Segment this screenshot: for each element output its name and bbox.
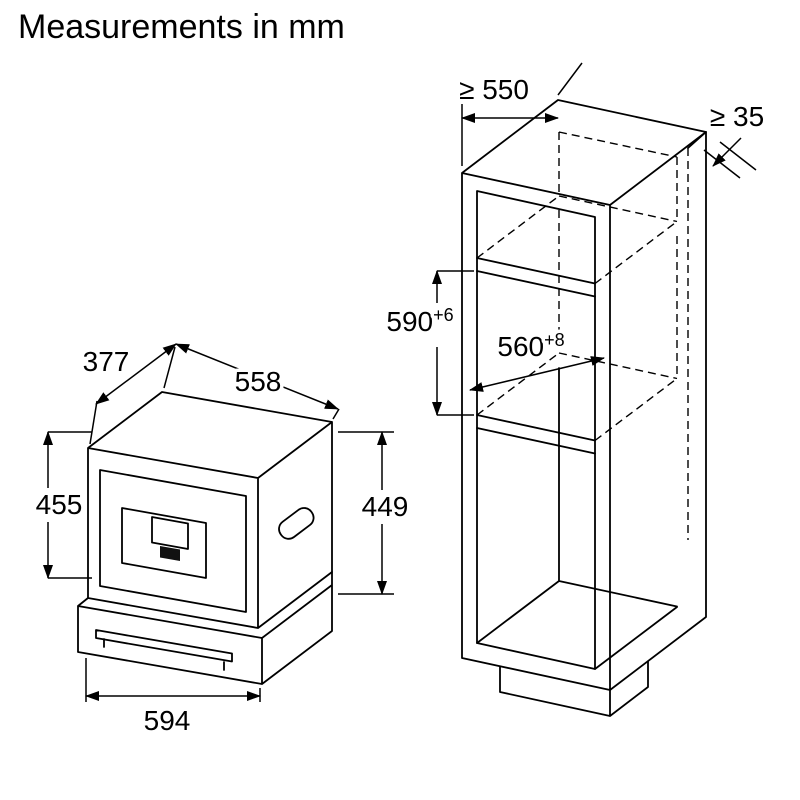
drawer-handle-brackets <box>103 638 225 671</box>
appliance-side-handle-cutout <box>278 507 315 540</box>
appliance-drawing: 377 558 455 449 594 <box>32 343 412 740</box>
cabinet-back-strip <box>687 131 707 149</box>
dim-558-line <box>175 343 339 410</box>
cabinet-hidden-edges <box>476 131 689 540</box>
dim-377-line <box>95 343 177 405</box>
dim-cabinet-min-depth: ≥ 550 <box>459 74 529 105</box>
cabinet-plinth <box>499 660 649 717</box>
appliance-outline <box>87 391 333 629</box>
cabinet-drawing: ≥ 550 ≥ 35 590+6 560+8 <box>383 62 768 717</box>
appliance-dispenser <box>121 507 207 579</box>
drawer-handle <box>95 629 233 663</box>
dim-455-extensions <box>48 431 92 579</box>
dim-560-line <box>469 356 605 392</box>
dim-558-extensions <box>332 408 340 420</box>
dim-appliance-right-height: 449 <box>362 491 409 522</box>
dim-niche-height: 590+6 <box>386 305 453 337</box>
drawer-outline <box>77 571 333 685</box>
dim-appliance-base-width: 594 <box>144 705 191 736</box>
dim-35-arrow <box>712 137 742 167</box>
dim-590-extensions <box>437 270 474 416</box>
dim-appliance-left-height: 455 <box>36 489 83 520</box>
dim-35-strip-lines <box>703 141 757 179</box>
cabinet-interior-floor <box>476 367 678 670</box>
dim-niche-width: 560+8 <box>497 330 564 362</box>
dim-appliance-width: 558 <box>235 366 282 397</box>
dim-appliance-depth: 377 <box>83 346 130 377</box>
page-title: Measurements in mm <box>18 8 345 46</box>
dim-cabinet-rear-gap: ≥ 35 <box>710 101 764 132</box>
appliance-spout <box>160 546 180 561</box>
cabinet-shelves <box>476 257 596 455</box>
appliance-front-panel <box>99 469 247 613</box>
cabinet-outline <box>461 99 707 691</box>
